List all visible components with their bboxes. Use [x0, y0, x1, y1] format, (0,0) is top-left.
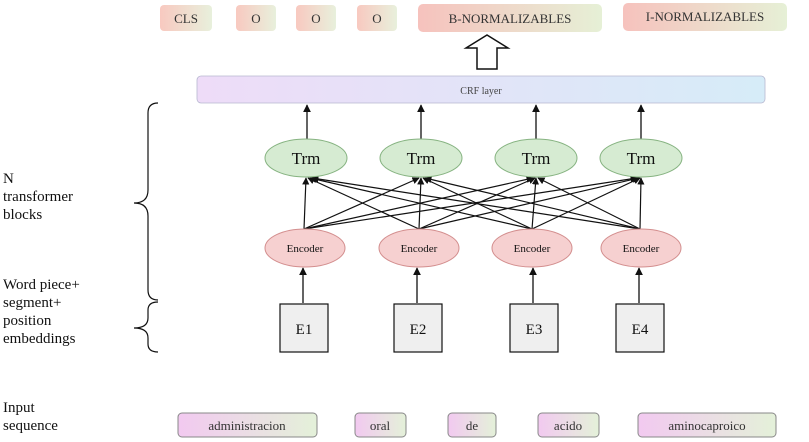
output-labels: CLS O O O B-NORMALIZABLES I-NORMALIZABLE…: [160, 3, 787, 32]
output-label-text: B-NORMALIZABLES: [449, 11, 572, 26]
encoder-node: Encoder: [491, 228, 573, 268]
encoder-label: Encoder: [514, 243, 551, 255]
embedding-boxes: E1 E2 E3 E4: [279, 303, 665, 353]
encoder-to-trm-connections: [302, 175, 645, 230]
label-line: blocks: [3, 207, 43, 223]
label-line: sequence: [3, 418, 58, 434]
input-token-text: administracion: [208, 418, 286, 433]
trm-node: Trm: [494, 138, 578, 178]
trm-to-crf-arrows: [303, 104, 645, 140]
output-label-text: O: [372, 11, 381, 26]
embedding-label: E2: [410, 322, 427, 338]
output-label: O: [296, 5, 336, 31]
output-label: I-NORMALIZABLES: [623, 3, 787, 31]
trm-node: Trm: [264, 138, 348, 178]
embeddings-label: Word piece+ segment+ position embeddings: [3, 276, 80, 348]
input-token: administracion: [177, 412, 318, 438]
embedding-box: E3: [509, 303, 559, 353]
blocks-brace: [133, 102, 159, 301]
output-label-text: O: [251, 11, 260, 26]
trm-nodes: Trm Trm Trm Trm: [264, 138, 683, 178]
output-label: O: [357, 5, 397, 31]
output-label-text: I-NORMALIZABLES: [646, 9, 764, 24]
input-token-text: acido: [554, 418, 582, 433]
input-token-text: aminocaproico: [668, 418, 745, 433]
output-label: CLS: [160, 5, 212, 31]
output-label: O: [236, 5, 276, 31]
embedding-label: E1: [296, 322, 313, 338]
input-token-text: de: [466, 418, 479, 433]
encoder-label: Encoder: [287, 243, 324, 255]
output-label: B-NORMALIZABLES: [418, 4, 602, 32]
input-token: aminocaproico: [637, 412, 777, 438]
trm-node: Trm: [379, 138, 463, 178]
label-line: transformer: [3, 189, 73, 205]
embeddings-brace: [133, 301, 159, 353]
embedding-box: E1: [279, 303, 329, 353]
output-arrow-icon: [463, 34, 511, 70]
input-token: acido: [537, 412, 600, 438]
input-token-text: oral: [370, 418, 391, 433]
label-line: embeddings: [3, 331, 76, 347]
embedding-box: E2: [393, 303, 443, 353]
embedding-box: E4: [615, 303, 665, 353]
input-token: oral: [354, 412, 407, 438]
trm-node: Trm: [599, 138, 683, 178]
encoder-node: Encoder: [378, 228, 460, 268]
label-line: N: [3, 171, 14, 187]
embedding-to-encoder-arrows: [299, 267, 643, 303]
embedding-label: E3: [526, 322, 543, 338]
label-line: Word piece+: [3, 277, 80, 293]
label-line: segment+: [3, 295, 62, 311]
trm-label: Trm: [292, 149, 321, 168]
crf-layer-label: CRF layer: [460, 86, 502, 97]
input-tokens: administracion oral de acido aminocaproi…: [177, 412, 777, 438]
input-sequence-label: Input sequence: [3, 399, 58, 435]
label-line: Input: [3, 400, 35, 416]
output-label-text: O: [311, 11, 320, 26]
trm-label: Trm: [627, 149, 656, 168]
crf-layer: CRF layer: [196, 75, 766, 104]
encoder-label: Encoder: [401, 243, 438, 255]
encoder-node: Encoder: [600, 228, 682, 268]
encoder-nodes: Encoder Encoder Encoder Encoder: [264, 228, 682, 268]
input-token: de: [447, 412, 497, 438]
embedding-label: E4: [632, 322, 649, 338]
output-label-text: CLS: [174, 11, 198, 26]
encoder-node: Encoder: [264, 228, 346, 268]
label-line: position: [3, 313, 52, 329]
encoder-label: Encoder: [623, 243, 660, 255]
transformer-blocks-label: N transformer blocks: [3, 170, 73, 224]
trm-label: Trm: [522, 149, 551, 168]
trm-label: Trm: [407, 149, 436, 168]
